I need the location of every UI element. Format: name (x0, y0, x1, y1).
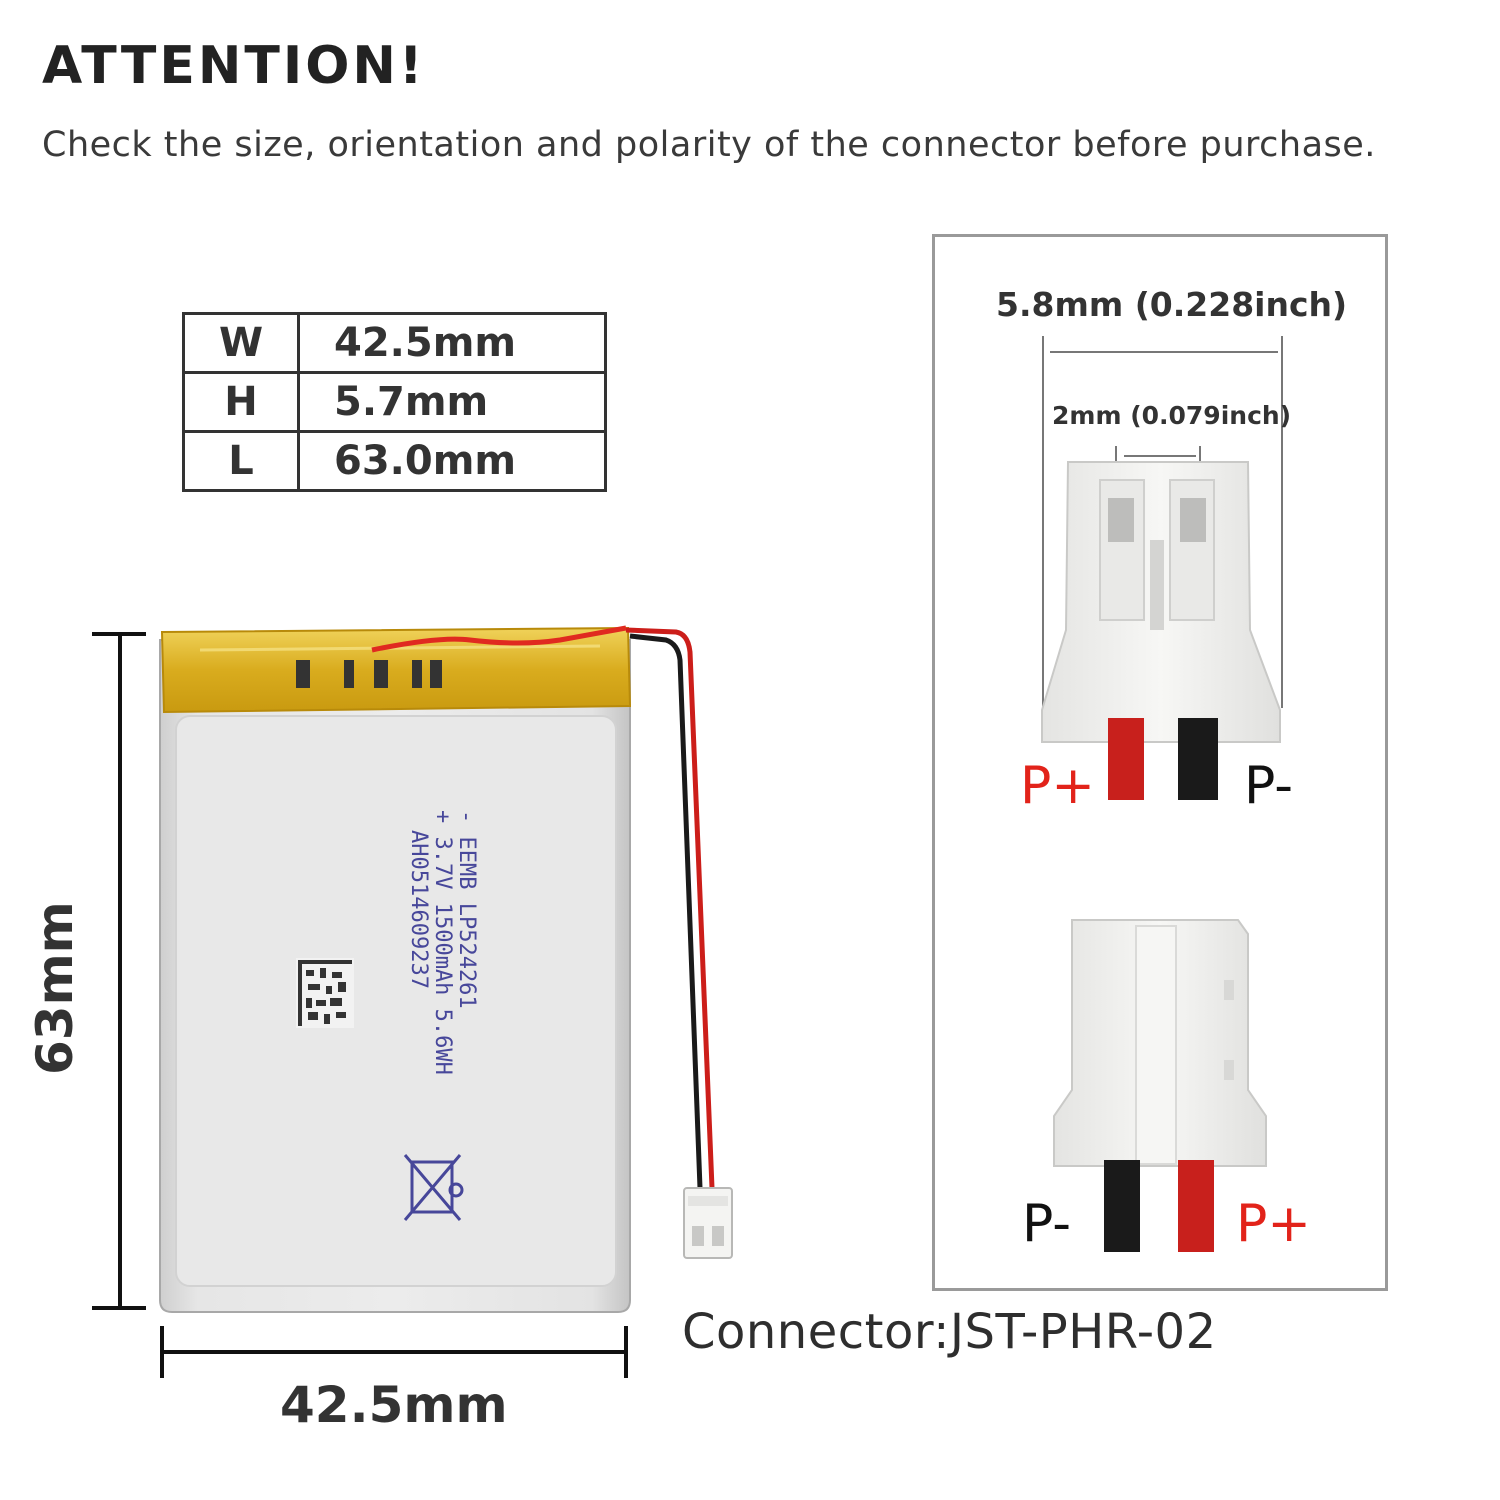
table-row: W 42.5mm (182, 312, 607, 374)
battery-label-line: + 3.7V 1500mAh 5.6WH (430, 810, 455, 1075)
battery-cell: - EEMB LP524261 + 3.7V 1500mAh 5.6WH AH0… (159, 625, 632, 1313)
connector-total-width-label: 5.8mm (0.228inch) (996, 285, 1348, 324)
top-view-negative-label: P- (1244, 756, 1293, 816)
connector-top-view (1041, 336, 1283, 800)
battery-connector (683, 1187, 733, 1259)
battery-width-label: 42.5mm (280, 1376, 508, 1434)
battery-label-line: - EEMB LP524261 (454, 810, 479, 1009)
dimensions-table: W 42.5mm H 5.7mm L 63.0mm (182, 312, 607, 492)
top-view-positive-label: P+ (1020, 756, 1095, 816)
page-title: ATTENTION! (42, 36, 426, 96)
dimension-key: W (182, 312, 300, 374)
dimension-value: 5.7mm (297, 371, 607, 433)
page-subtitle: Check the size, orientation and polarity… (42, 125, 1376, 165)
dimension-value: 63.0mm (297, 430, 607, 492)
connector-detail-frame (932, 234, 1388, 1291)
dimension-key: H (182, 371, 300, 433)
width-dimension-line (160, 1326, 628, 1378)
dimension-key: L (182, 430, 300, 492)
recycle-bin-icon (403, 1154, 464, 1221)
connector-pin-pitch-label: 2mm (0.079inch) (1052, 401, 1292, 430)
connector-model-label: Connector:JST-PHR-02 (682, 1304, 1217, 1360)
table-row: H 5.7mm (182, 371, 607, 433)
bottom-view-positive-label: P+ (1236, 1194, 1311, 1254)
height-dimension-line (92, 632, 146, 1310)
bottom-view-negative-label: P- (1022, 1194, 1071, 1254)
battery-label-line: AH0514609237 (406, 830, 431, 989)
dimension-value: 42.5mm (297, 312, 607, 374)
table-row: L 63.0mm (182, 430, 607, 492)
connector-bottom-view (1053, 919, 1267, 1252)
battery-wires (625, 627, 715, 1189)
battery-height-label: 63mm (26, 901, 84, 1075)
qr-code-icon (296, 958, 354, 1028)
